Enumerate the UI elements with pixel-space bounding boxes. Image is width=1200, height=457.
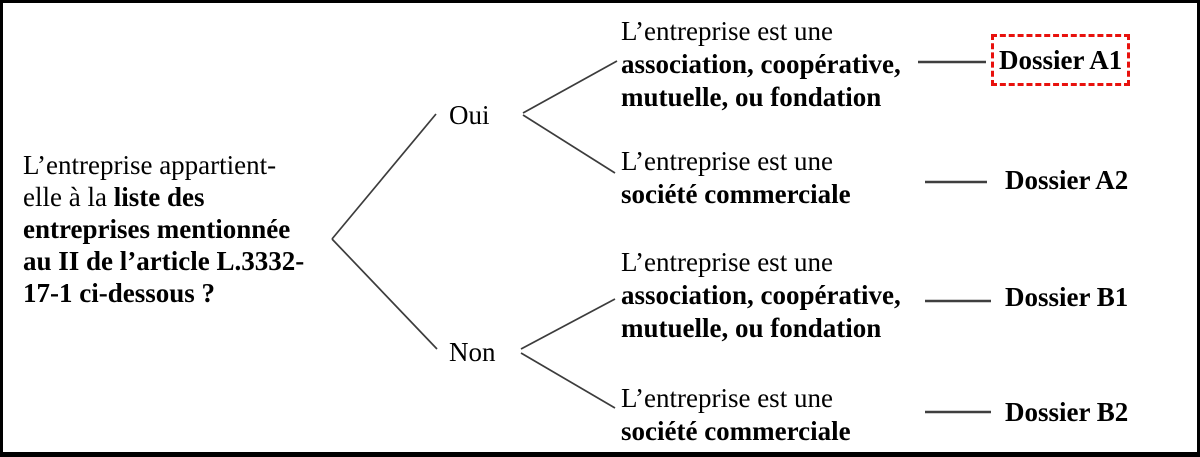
condition-bold-line: mutuelle, ou fondation bbox=[621, 313, 882, 343]
outcome-a2-condition: L’entreprise est une société commerciale bbox=[621, 145, 951, 211]
condition-intro: L’entreprise est une bbox=[621, 247, 833, 277]
branch-label-oui: Oui bbox=[449, 100, 490, 130]
question-line-5: 17-1 ci-dessous ? bbox=[23, 278, 216, 308]
branch-label-non: Non bbox=[449, 337, 496, 367]
outcome-b1-condition: L’entreprise est une association, coopér… bbox=[621, 246, 951, 345]
condition-bold-line: société commerciale bbox=[621, 179, 851, 209]
dossier-b1-label: Dossier B1 bbox=[1005, 282, 1129, 312]
condition-bold-line: association, coopérative, bbox=[621, 280, 901, 310]
question-line-2: elle à la liste des bbox=[23, 182, 205, 212]
dossier-a2-label: Dossier A2 bbox=[1005, 165, 1129, 195]
question-line-3: entreprises mentionnée bbox=[23, 214, 291, 244]
outcome-b2-condition: L’entreprise est une société commerciale bbox=[621, 382, 951, 448]
question-line-4: au II de l’article L.3332- bbox=[23, 246, 305, 276]
dossier-a1-highlight-box: Dossier A1 bbox=[991, 34, 1130, 86]
branch-line-oui-to-a2 bbox=[522, 114, 616, 174]
dossier-a1-label: Dossier A1 bbox=[999, 44, 1123, 75]
condition-bold-line: association, coopérative, bbox=[621, 49, 901, 79]
condition-intro: L’entreprise est une bbox=[621, 16, 833, 46]
branch-line-oui-to-a1 bbox=[522, 60, 618, 114]
condition-intro: L’entreprise est une bbox=[621, 383, 833, 413]
dossier-b2-label: Dossier B2 bbox=[1005, 397, 1129, 427]
outcome-a1-condition: L’entreprise est une association, coopér… bbox=[621, 15, 951, 114]
question-line-1: L’entreprise appartient- bbox=[23, 150, 277, 180]
question-text: L’entreprise appartient- elle à la liste… bbox=[23, 149, 353, 309]
condition-bold-line: société commerciale bbox=[621, 416, 851, 446]
condition-bold-line: mutuelle, ou fondation bbox=[621, 82, 882, 112]
branch-line-non-to-b2 bbox=[520, 352, 616, 409]
condition-intro: L’entreprise est une bbox=[621, 146, 833, 176]
branch-line-non-to-b1 bbox=[520, 298, 616, 350]
